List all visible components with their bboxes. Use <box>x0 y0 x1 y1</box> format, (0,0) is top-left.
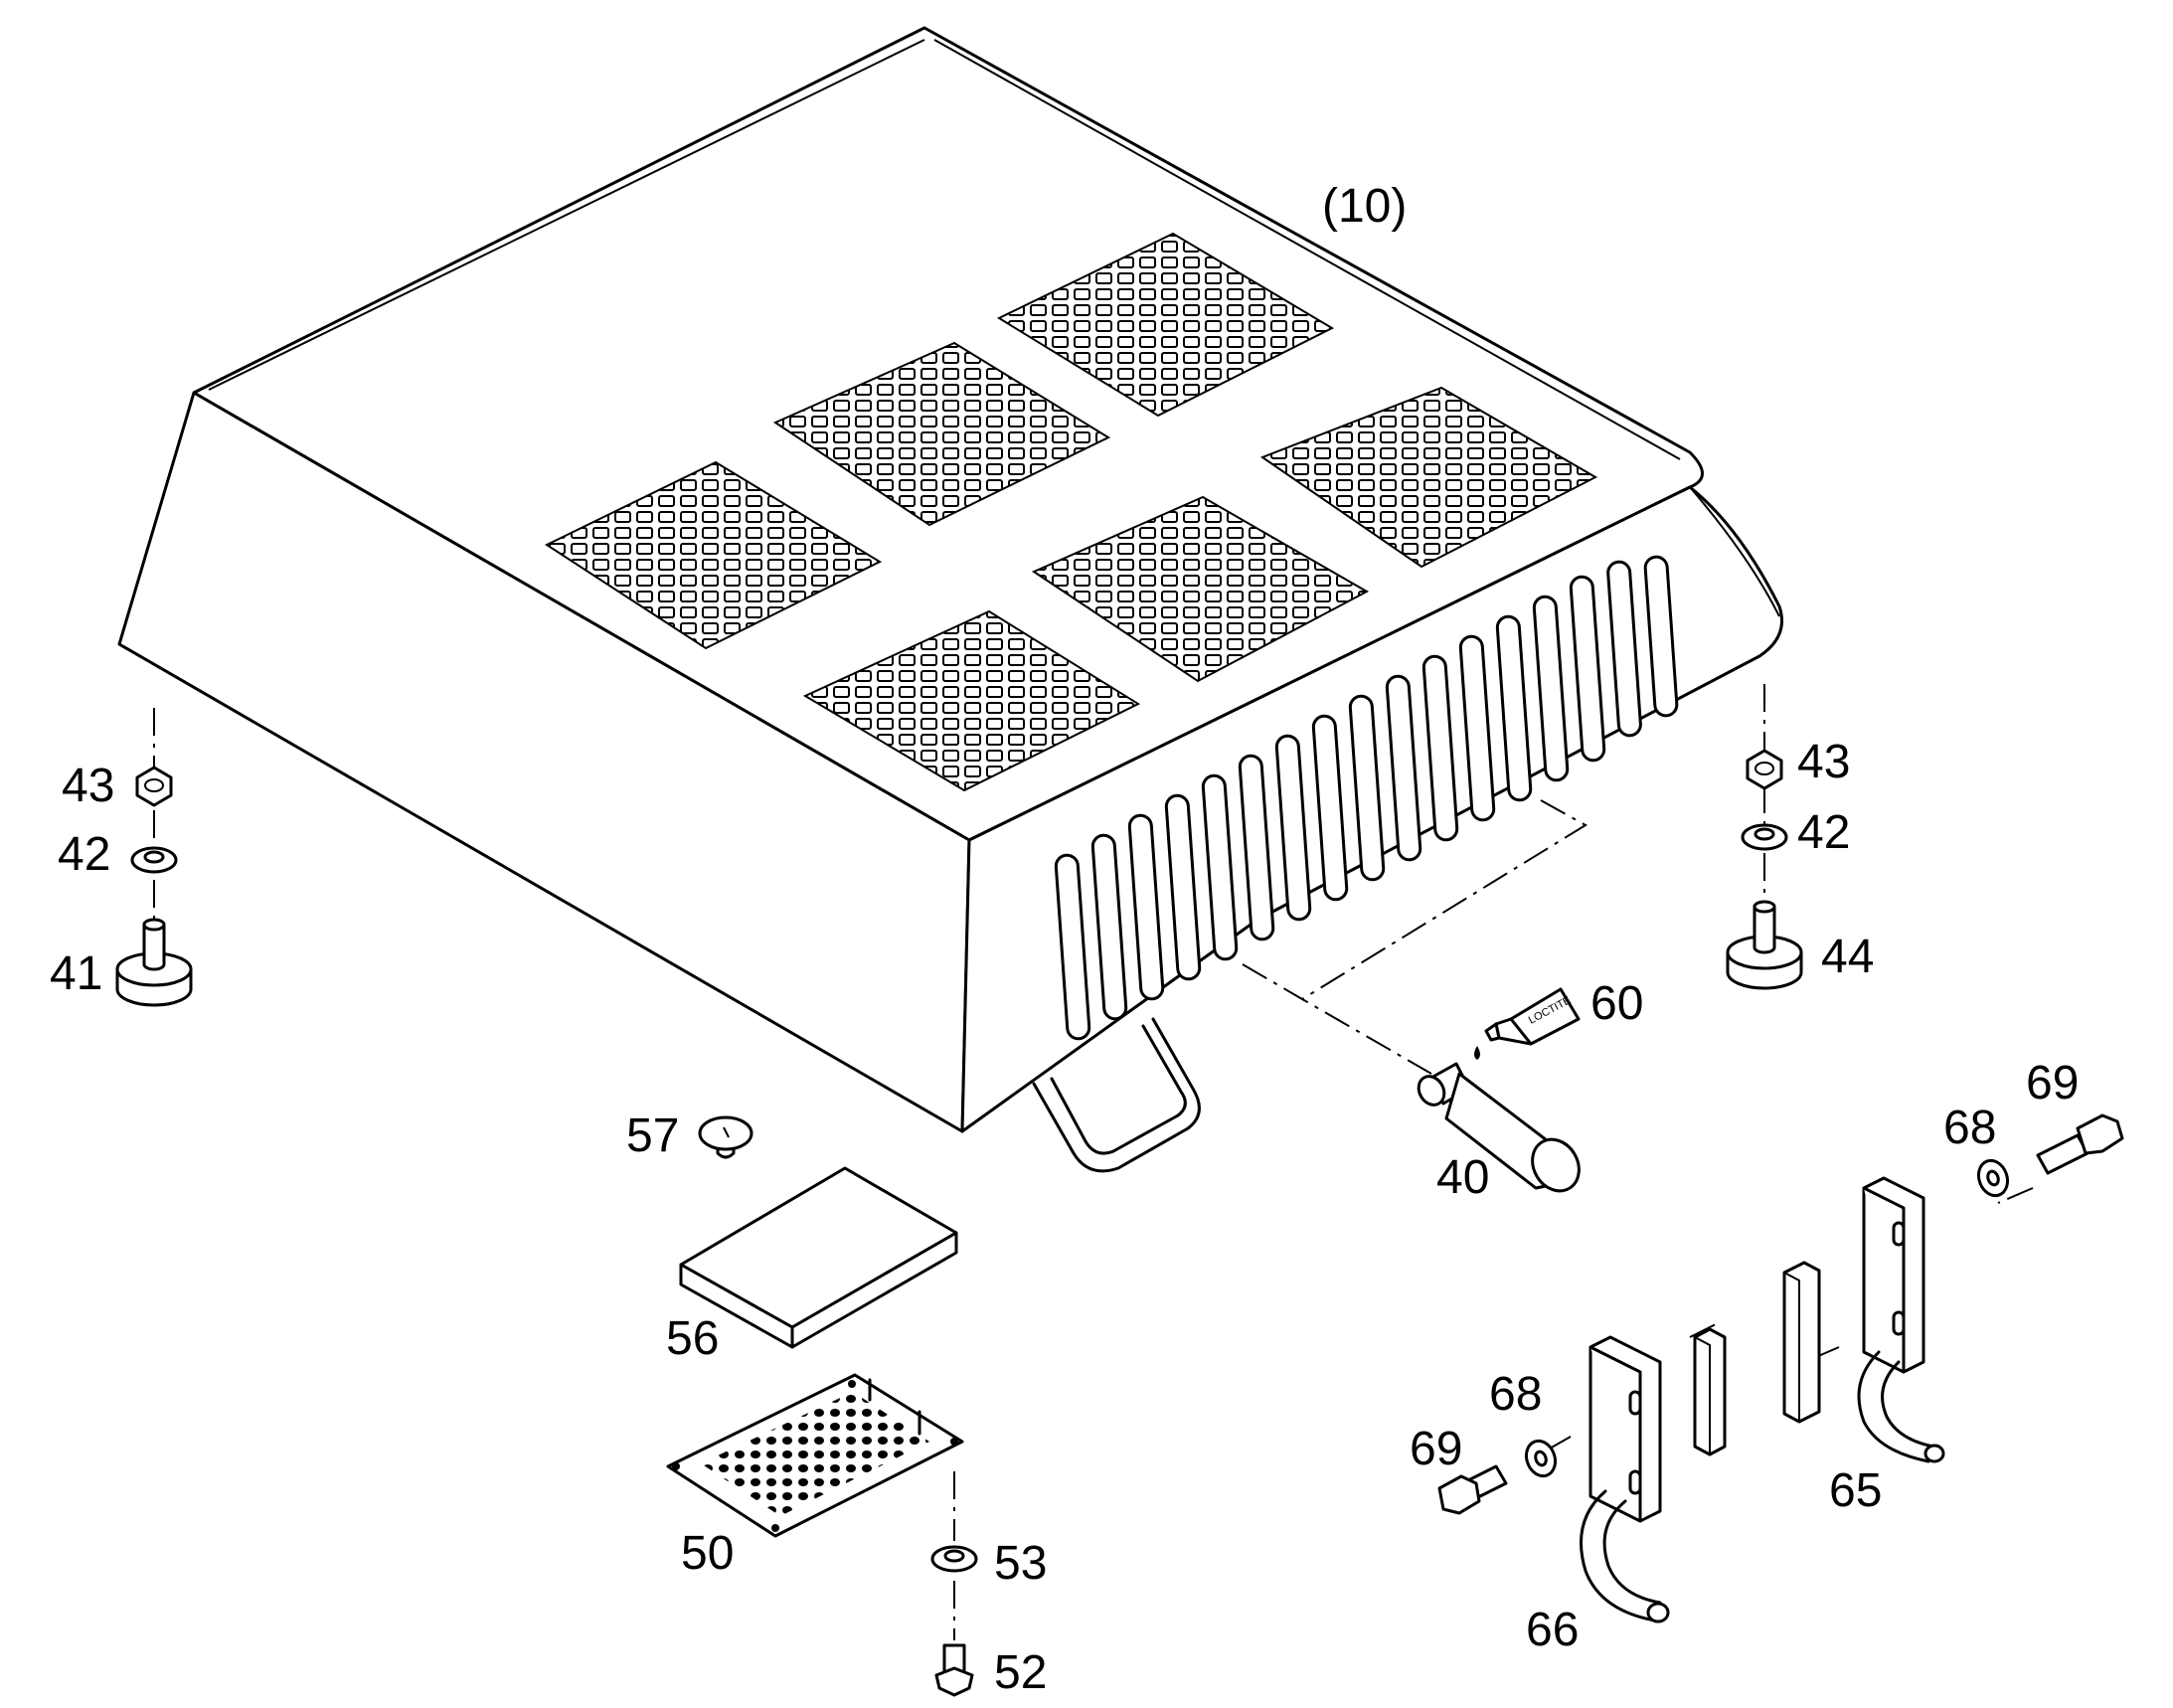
bolt-69-upper <box>2036 1113 2124 1175</box>
washer-42-right <box>1741 823 1788 851</box>
hex-nut-43-left <box>135 766 173 807</box>
callout-68-lower: 68 <box>1489 1368 1542 1421</box>
callout-10: (10) <box>1322 180 1407 233</box>
washer-53 <box>930 1545 978 1573</box>
callout-56: 56 <box>666 1312 719 1365</box>
callout-43-right: 43 <box>1797 736 1850 788</box>
cover-housing <box>117 26 1783 1133</box>
washer-42-left <box>130 846 178 874</box>
callout-69-upper: 69 <box>2026 1057 2079 1110</box>
foot-44 <box>1726 900 1803 990</box>
callout-44: 44 <box>1821 931 1874 983</box>
callout-40: 40 <box>1436 1151 1489 1204</box>
loctite-tube-60: LOCTITE <box>1474 987 1581 1060</box>
callout-69-lower: 69 <box>1410 1423 1462 1475</box>
plate-65 <box>1782 1261 1821 1424</box>
bracket-66 <box>1580 1335 1670 1623</box>
callout-65: 65 <box>1829 1464 1882 1517</box>
cover-top-grilles <box>544 232 1598 792</box>
callout-43-left: 43 <box>62 760 114 812</box>
pin-40 <box>1417 1062 1581 1193</box>
callout-42-right: 42 <box>1797 806 1850 859</box>
plug-57 <box>698 1115 753 1159</box>
hex-nut-43-right <box>1746 749 1783 790</box>
cover-handle <box>1032 1017 1201 1173</box>
callout-53: 53 <box>994 1537 1047 1590</box>
callout-57: 57 <box>626 1110 679 1162</box>
callout-50: 50 <box>681 1527 734 1580</box>
cover-side-vents <box>1054 555 1679 1041</box>
callout-labels: (10) 43 42 41 43 42 44 60 40 57 56 50 53… <box>50 180 2079 1699</box>
filter-pad-56 <box>679 1166 958 1349</box>
callout-41: 41 <box>50 947 102 1000</box>
bracket-65 <box>1857 1176 1945 1463</box>
callout-66: 66 <box>1526 1604 1579 1656</box>
washer-68-upper <box>1976 1158 2010 1198</box>
leader-lines <box>153 684 2074 1640</box>
foot-41 <box>115 918 193 1007</box>
washer-68-lower <box>1524 1439 1558 1478</box>
bolt-52 <box>934 1643 974 1697</box>
callout-60: 60 <box>1590 977 1643 1030</box>
plate-66 <box>1693 1327 1727 1456</box>
callout-42-left: 42 <box>58 828 110 881</box>
grille-plate-50 <box>666 1373 964 1538</box>
callout-52: 52 <box>994 1646 1047 1699</box>
callout-68-upper: 68 <box>1943 1102 1996 1154</box>
bolt-69-lower <box>1437 1464 1508 1515</box>
